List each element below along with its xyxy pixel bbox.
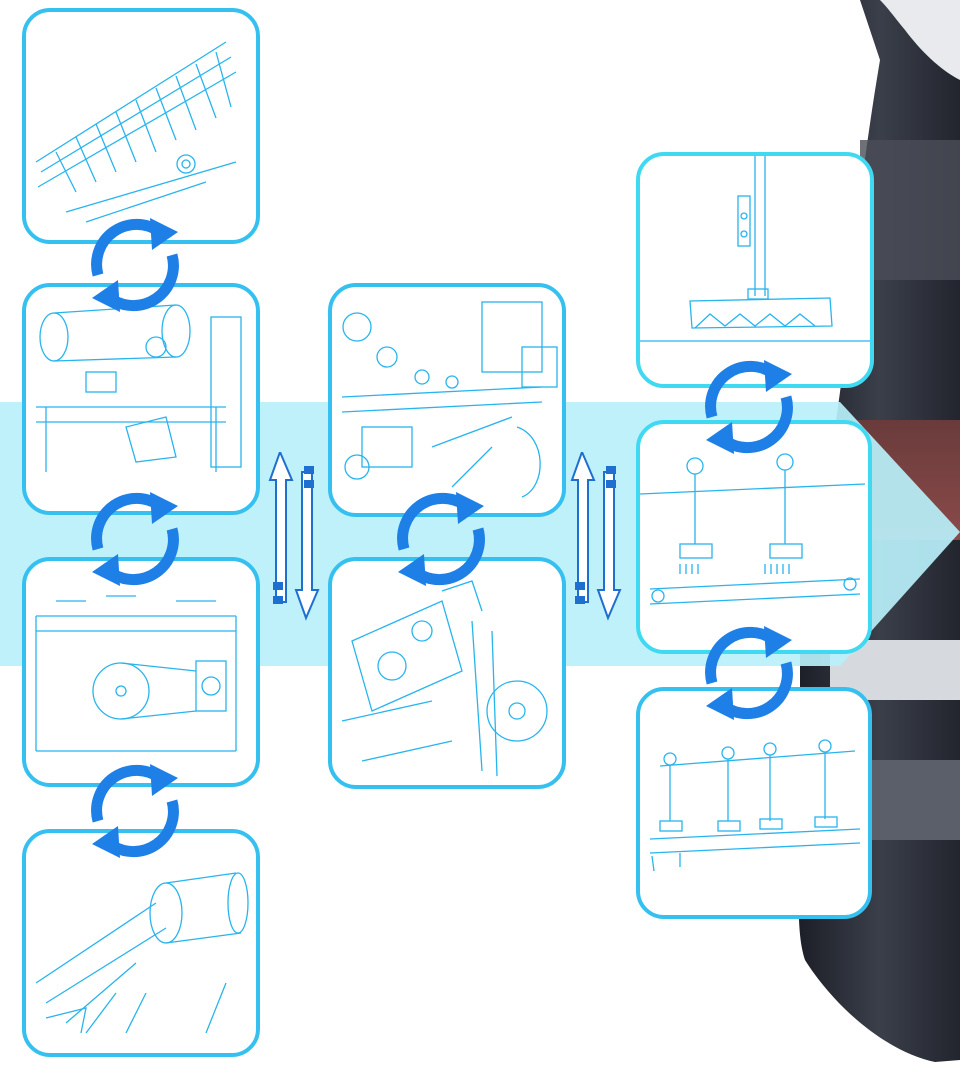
cycle-arrows-icon	[80, 756, 190, 866]
cutting-unit-sketch	[328, 283, 566, 517]
double-arrow-icon	[570, 452, 630, 622]
cycle-arrows-icon	[386, 484, 496, 594]
double-arrow-icon	[268, 452, 328, 622]
conveyor-rails-sketch	[22, 8, 260, 244]
cycle-arrows-icon	[80, 484, 190, 594]
cycle-arrows-icon	[694, 618, 804, 728]
cycle-arrows-icon	[694, 352, 804, 462]
cycle-arrows-icon	[80, 210, 190, 320]
